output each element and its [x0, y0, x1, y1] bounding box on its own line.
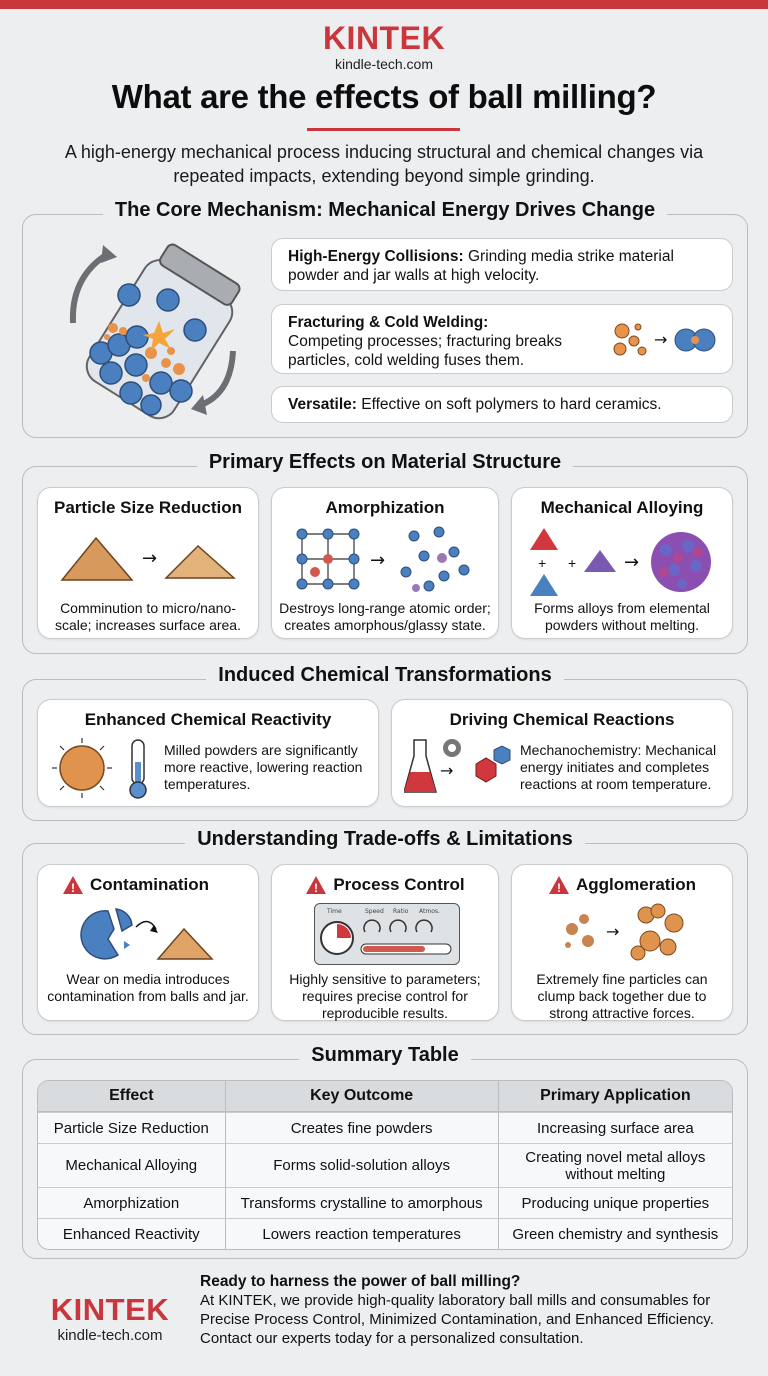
section-title: The Core Mechanism: Mechanical Energy Dr…	[102, 199, 668, 221]
powder-pile-reduction-icon: →	[58, 528, 243, 588]
effect-card-mechanical-alloying: Mechanical Alloying + + → Forms alloys f…	[511, 487, 733, 639]
effect-card-particle-size: Particle Size Reduction → Comminution to…	[37, 487, 259, 639]
svg-text:→: →	[370, 550, 385, 571]
lattice-to-amorphous-icon: →	[294, 524, 479, 594]
section-core-mechanism: The Core Mechanism: Mechanical Energy Dr…	[22, 199, 748, 438]
tradeoff-card-agglomeration: ! Agglomeration → Extremely fine particl…	[511, 864, 733, 1021]
warning-icon: !	[549, 876, 570, 895]
footer-logo: KINTEK	[50, 1292, 170, 1327]
mechanism-card-versatile: Versatile: Effective on soft polymers to…	[271, 386, 733, 423]
mechanism-card-collisions: High-Energy Collisions: Grinding media s…	[271, 238, 733, 291]
tradeoff-card-process-control: ! Process Control Time Speed Ratio Atmos…	[271, 864, 499, 1021]
chemical-card-reactions: Driving Chemical Reactions → Mechanochem…	[391, 699, 733, 807]
top-accent-bar	[0, 0, 768, 9]
warning-icon: !	[306, 876, 327, 895]
header-brand: KINTEK kindle-tech.com	[0, 20, 768, 72]
footer-brand: KINTEK kindle-tech.com	[30, 1293, 190, 1345]
table-header-row: Effect Key Outcome Primary Application	[38, 1081, 732, 1112]
svg-text:!: !	[71, 881, 75, 895]
mechanism-card-fracturing: Fracturing & Cold Welding: Competing pro…	[271, 304, 733, 374]
svg-text:Time: Time	[326, 908, 342, 915]
powders-to-alloy-icon: + + →	[526, 522, 721, 598]
svg-text:→: →	[654, 330, 667, 349]
svg-text:!: !	[314, 881, 318, 895]
broken-ball-icon	[78, 905, 228, 963]
warning-icon: !	[63, 876, 83, 895]
svg-text:!: !	[557, 881, 561, 895]
cta-question: Ready to harness the power of ball milli…	[200, 1273, 521, 1290]
title-underline	[307, 128, 460, 131]
svg-text:+: +	[538, 555, 546, 571]
page-subtitle: A high-energy mechanical process inducin…	[64, 142, 704, 186]
page-title: What are the effects of ball milling?	[111, 78, 657, 115]
svg-text:+: +	[568, 555, 576, 571]
section-summary-table: Summary Table Effect Key Outcome Primary…	[22, 1044, 748, 1259]
brand-url[interactable]: kindle-tech.com	[334, 56, 434, 72]
section-title: Primary Effects on Material Structure	[196, 451, 574, 473]
flask-gear-molecule-icon: →	[404, 736, 514, 800]
ball-mill-jar-icon	[51, 233, 251, 423]
reactive-particle-thermometer-icon	[48, 736, 158, 800]
svg-text:→: →	[142, 548, 157, 569]
particle-clump-icon: →	[558, 901, 698, 965]
fracture-to-weld-icon: →	[608, 317, 718, 363]
section-title: Induced Chemical Transformations	[206, 664, 564, 686]
svg-text:Ratio: Ratio	[393, 908, 409, 915]
summary-table: Effect Key Outcome Primary Application P…	[37, 1080, 733, 1250]
svg-text:→: →	[606, 922, 619, 941]
control-panel-icon: Time Speed Ratio Atmos.	[314, 903, 460, 965]
footer-cta: Ready to harness the power of ball milli…	[200, 1272, 740, 1348]
chemical-card-reactivity: Enhanced Chemical Reactivity Milled powd…	[37, 699, 379, 807]
brand-logo: KINTEK	[322, 20, 446, 56]
tradeoff-card-contamination: ! Contamination Wear on media introduces…	[37, 864, 259, 1021]
column-header: Effect	[38, 1081, 225, 1112]
section-chemical-transformations: Induced Chemical Transformations Enhance…	[22, 664, 748, 821]
svg-text:→: →	[440, 761, 453, 780]
section-tradeoffs: Understanding Trade-offs & Limitations !…	[22, 828, 748, 1035]
section-primary-effects: Primary Effects on Material Structure Pa…	[22, 451, 748, 654]
effect-card-amorphization: Amorphization →	[271, 487, 499, 639]
footer-url[interactable]: kindle-tech.com	[57, 1327, 163, 1344]
svg-text:Speed: Speed	[365, 908, 384, 915]
column-header: Primary Application	[497, 1081, 732, 1112]
cta-body: At KINTEK, we provide high-quality labor…	[200, 1292, 714, 1347]
section-title: Summary Table	[299, 1044, 471, 1066]
svg-text:Atmos.: Atmos.	[419, 908, 440, 915]
section-title: Understanding Trade-offs & Limitations	[185, 828, 585, 850]
svg-text:→: →	[624, 552, 639, 573]
column-header: Key Outcome	[224, 1081, 498, 1112]
